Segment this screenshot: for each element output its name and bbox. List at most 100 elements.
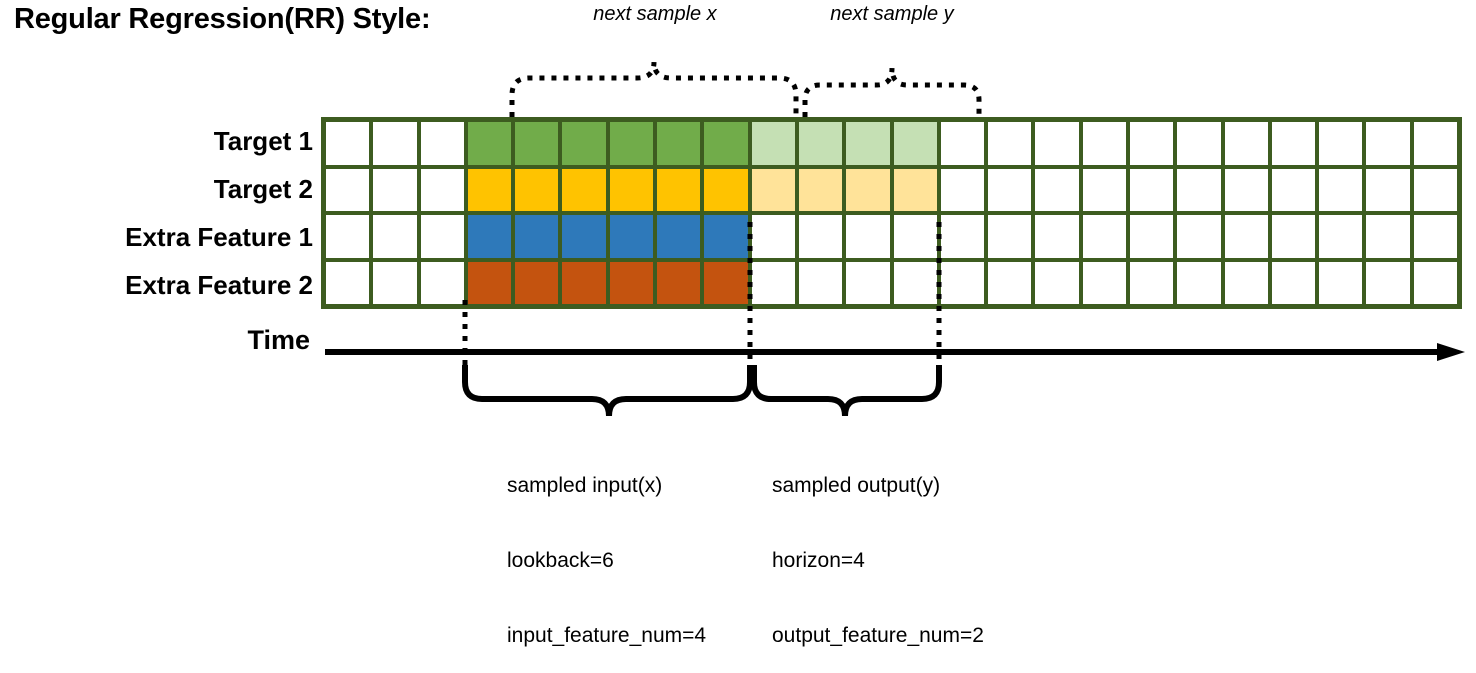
row-label-target-1: Target 1 xyxy=(213,126,313,156)
caption-input-line3: input_feature_num=4 xyxy=(507,624,707,647)
grid-cell xyxy=(420,261,464,304)
grid-cell xyxy=(1082,261,1126,304)
grid-cell xyxy=(1319,168,1363,211)
grid-cell xyxy=(846,168,890,211)
grid-cell xyxy=(609,168,654,211)
grid-cell xyxy=(1271,215,1316,258)
grid-cell xyxy=(704,215,748,258)
next-sample-x-label: next sample x xyxy=(593,3,717,25)
grid-cell xyxy=(893,168,937,211)
grid-cell xyxy=(1224,215,1268,258)
grid-cell xyxy=(1224,168,1268,211)
time-axis-arrow xyxy=(325,343,1465,361)
caption-input-line1: sampled input(x) xyxy=(507,474,663,497)
grid-cell xyxy=(515,215,559,258)
grid-cell xyxy=(609,215,654,258)
row-label-extra-feature-1: Extra Feature 1 xyxy=(125,222,313,252)
grid-cell xyxy=(373,168,417,211)
grid-cell xyxy=(467,122,512,165)
caption-output-line1: sampled output(y) xyxy=(772,474,941,497)
grid-cell xyxy=(988,215,1032,258)
grid-cell xyxy=(562,261,606,304)
grid-cell xyxy=(1271,168,1316,211)
grid-cell xyxy=(1366,261,1410,304)
grid-cell xyxy=(940,215,985,258)
grid-cell xyxy=(704,261,748,304)
caption-output-line3: output_feature_num=2 xyxy=(772,624,984,647)
grid-cell xyxy=(1224,261,1268,304)
grid-cell xyxy=(1413,215,1457,258)
next-sample-y-label: next sample y xyxy=(830,3,954,25)
grid-cell xyxy=(798,215,843,258)
grid-cell xyxy=(1177,122,1221,165)
grid-cell xyxy=(657,215,701,258)
grid-cell xyxy=(846,122,890,165)
grid-cell xyxy=(798,122,843,165)
grid-cell xyxy=(420,215,464,258)
grid-cell xyxy=(1177,168,1221,211)
grid-cell xyxy=(515,261,559,304)
grid-cell xyxy=(751,261,795,304)
grid-cell xyxy=(1319,261,1363,304)
grid-cell xyxy=(751,122,795,165)
grid-cell xyxy=(1082,122,1126,165)
brace-sampled-input xyxy=(462,365,753,417)
grid-cell xyxy=(1366,215,1410,258)
grid-cell xyxy=(1271,122,1316,165)
grid-cell xyxy=(515,122,559,165)
grid-cell xyxy=(420,122,464,165)
row-label-target-2: Target 2 xyxy=(213,174,313,204)
timeseries-grid xyxy=(321,117,1462,309)
grid-cell xyxy=(798,168,843,211)
grid-cell xyxy=(1082,168,1126,211)
grid-cell xyxy=(609,122,654,165)
grid-cell xyxy=(704,122,748,165)
grid-cell xyxy=(609,261,654,304)
grid-cell xyxy=(846,261,890,304)
grid-cell xyxy=(1319,122,1363,165)
grid-cell xyxy=(467,215,512,258)
grid-cell xyxy=(1035,261,1079,304)
grid-cell xyxy=(1224,122,1268,165)
grid-cell xyxy=(1177,261,1221,304)
grid-cell xyxy=(1413,168,1457,211)
page-title: Regular Regression(RR) Style: xyxy=(14,3,431,35)
brace-sampled-output xyxy=(751,365,942,417)
grid-cell xyxy=(751,215,795,258)
time-axis-label: Time xyxy=(247,325,310,355)
grid-cell xyxy=(940,122,985,165)
grid-cell xyxy=(373,261,417,304)
grid-cell xyxy=(1129,122,1174,165)
grid-cell xyxy=(893,215,937,258)
grid-cell xyxy=(1177,215,1221,258)
grid-cell xyxy=(1129,215,1174,258)
grid-cell xyxy=(326,168,370,211)
grid-cell xyxy=(657,122,701,165)
grid-cell xyxy=(940,168,985,211)
caption-output-line2: horizon=4 xyxy=(772,549,865,572)
grid-cell xyxy=(846,215,890,258)
grid-cell xyxy=(798,261,843,304)
grid-cell xyxy=(467,168,512,211)
grid-cell xyxy=(893,122,937,165)
row-label-extra-feature-2: Extra Feature 2 xyxy=(125,270,313,300)
grid-cell xyxy=(326,215,370,258)
grid-cell xyxy=(657,168,701,211)
grid-cell xyxy=(420,168,464,211)
grid-cell xyxy=(562,215,606,258)
grid-cell xyxy=(988,261,1032,304)
grid-cell xyxy=(1366,122,1410,165)
grid-cell xyxy=(1082,215,1126,258)
grid-cell xyxy=(1035,122,1079,165)
grid-cell xyxy=(467,261,512,304)
grid-cell xyxy=(326,261,370,304)
grid-cell xyxy=(373,122,417,165)
brace-next-sample-x xyxy=(509,61,799,117)
grid-cell xyxy=(1413,261,1457,304)
grid-cell xyxy=(704,168,748,211)
grid-cell xyxy=(1129,168,1174,211)
grid-cell xyxy=(326,122,370,165)
caption-sampled-input: sampled input(x) lookback=6 input_featur… xyxy=(507,423,706,673)
grid-cell xyxy=(1413,122,1457,165)
grid-cell xyxy=(515,168,559,211)
